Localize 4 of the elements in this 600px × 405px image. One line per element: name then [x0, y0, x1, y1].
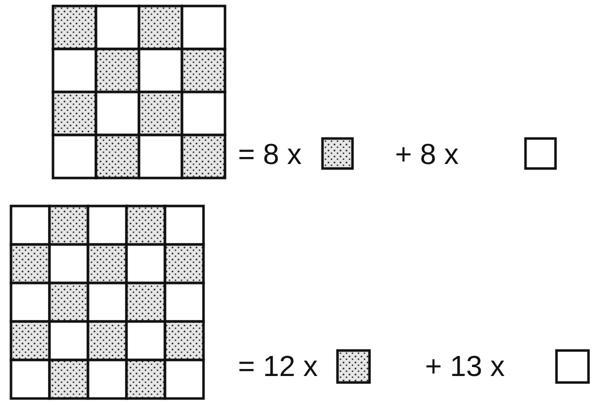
equation-term: = 8 x: [238, 141, 302, 170]
equation-term: + 13 x: [425, 353, 505, 382]
equation-term: + 8 x: [395, 141, 459, 170]
equation-term: = 12 x: [238, 353, 318, 382]
